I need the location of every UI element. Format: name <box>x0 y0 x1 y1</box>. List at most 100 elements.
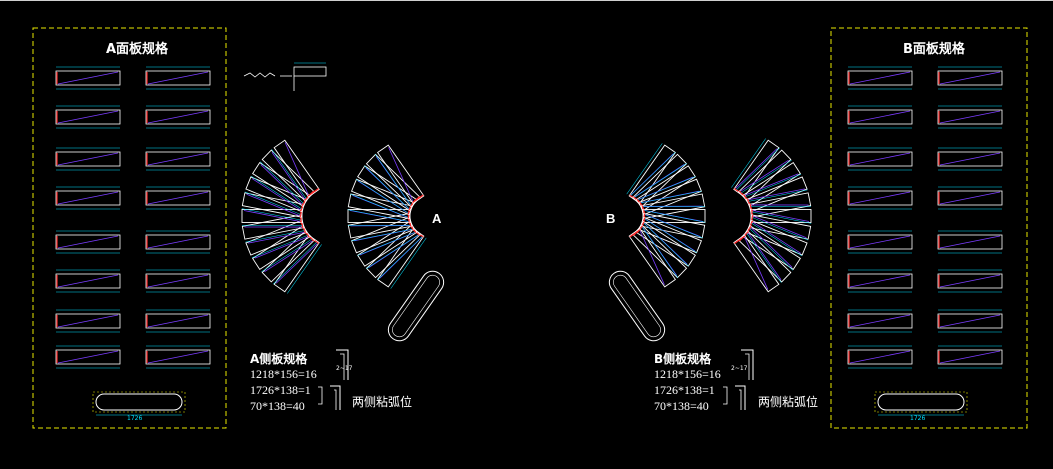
panel-b-item <box>847 269 913 293</box>
arc-a-label: A <box>432 211 442 226</box>
arc-a-outer <box>347 144 427 289</box>
panel-diagonal <box>849 71 911 85</box>
segment-dim <box>251 235 308 259</box>
segment-dim <box>731 138 766 188</box>
detail-box <box>293 66 327 77</box>
panel-a-title: A面板规格 <box>106 42 169 57</box>
segment-dim <box>374 154 411 206</box>
segment-dim <box>751 223 803 257</box>
panel-b-item <box>937 147 1003 171</box>
arc-segment <box>733 233 782 293</box>
segment-outline <box>273 234 320 293</box>
segment-diagonal <box>271 152 305 200</box>
panel-diagonal <box>939 314 1001 328</box>
segment-diagonal <box>753 215 807 239</box>
bracket-inner <box>340 353 345 380</box>
oval-panel-b <box>874 391 968 416</box>
panel-b-item <box>847 105 913 129</box>
panel-b-item <box>847 309 913 333</box>
segment-dim <box>241 208 301 221</box>
panel-outline <box>145 151 211 167</box>
panel-b-item <box>847 345 913 369</box>
panel-diagonal <box>939 274 1001 288</box>
bracket-a <box>318 349 349 410</box>
segment-dim <box>273 242 317 285</box>
panel-b-item <box>847 186 913 210</box>
panel-a-item <box>145 230 211 254</box>
segment-dim <box>642 226 679 278</box>
panel-diagonal <box>147 235 209 249</box>
segment-dim <box>390 237 427 289</box>
segment-dim <box>644 210 706 223</box>
panel-outline <box>145 234 211 250</box>
panel-outline <box>145 190 211 206</box>
panel-a-item <box>145 66 211 90</box>
slant-oval-inner <box>392 274 440 338</box>
arc-segment <box>241 209 303 226</box>
segment-dim <box>644 214 703 239</box>
segment-dim <box>634 163 687 198</box>
segment-outline <box>748 192 812 218</box>
panel-a-item <box>55 186 121 210</box>
panel-outline <box>847 313 913 329</box>
oval-guide <box>92 391 186 413</box>
spec-b-note: 两侧粘弧位 <box>758 395 819 409</box>
panel-outline <box>937 313 1003 329</box>
panel-diagonal <box>147 71 209 85</box>
oval-b-dim: 1726 <box>910 415 926 422</box>
panel-diagonal <box>57 191 119 205</box>
wave-line <box>243 72 276 78</box>
panel-diagonal <box>147 152 209 166</box>
arc-segment <box>731 138 780 198</box>
brace <box>723 386 728 405</box>
segment-diagonal <box>254 236 308 259</box>
panel-b-item <box>937 66 1003 90</box>
oval-panel-a <box>92 391 186 416</box>
panel-a-item <box>145 105 211 129</box>
segment-outline <box>737 230 792 283</box>
arc-b-outer <box>626 143 706 288</box>
panel-outline <box>937 349 1003 365</box>
oval-a-dim: 1726 <box>127 415 143 422</box>
spec-a-line-2: 1726*138=1 <box>250 383 311 397</box>
panel-outline <box>55 151 121 167</box>
panel-outline <box>847 190 913 206</box>
panel-diagonal <box>57 152 119 166</box>
arc-segment <box>748 189 812 218</box>
arc-a-inner <box>241 139 322 294</box>
segment-dim <box>752 217 809 241</box>
segment-outline <box>742 162 801 207</box>
segment-outline <box>628 228 677 288</box>
panel-diagonal <box>147 350 209 364</box>
arc-b-inner <box>731 138 812 293</box>
segment-diagonal <box>246 193 300 217</box>
segment-outline <box>737 149 792 202</box>
panel-outline <box>55 234 121 250</box>
arc-segment <box>245 219 308 259</box>
segment-diagonal <box>388 147 414 202</box>
segment-outline <box>750 209 812 223</box>
side-panel-a-title: A侧板规格 <box>250 352 308 366</box>
spec-b-line-1: 1218*156=16 <box>654 367 721 381</box>
panel-a-item <box>55 345 121 369</box>
panel-diagonal <box>849 314 911 328</box>
panel-b-item <box>937 309 1003 333</box>
panel-diagonal <box>939 71 1001 85</box>
segment-diagonal <box>252 178 301 211</box>
arc-segment <box>737 228 794 283</box>
segment-red-edge <box>733 235 746 244</box>
long-piece-b <box>608 270 666 342</box>
segment-outline <box>748 214 812 240</box>
slant-oval-outline <box>608 270 666 342</box>
panel-b-item <box>937 230 1003 254</box>
segment-outline <box>745 219 808 256</box>
segment-dim <box>366 234 419 269</box>
oval-outline <box>877 393 965 411</box>
long-piece-a <box>387 270 445 342</box>
segment-outline <box>733 234 780 293</box>
segment-diagonal <box>752 210 810 222</box>
segment-dim <box>748 189 808 202</box>
segment-dim <box>287 244 322 294</box>
panel-outline <box>847 151 913 167</box>
segment-outline <box>252 225 311 270</box>
